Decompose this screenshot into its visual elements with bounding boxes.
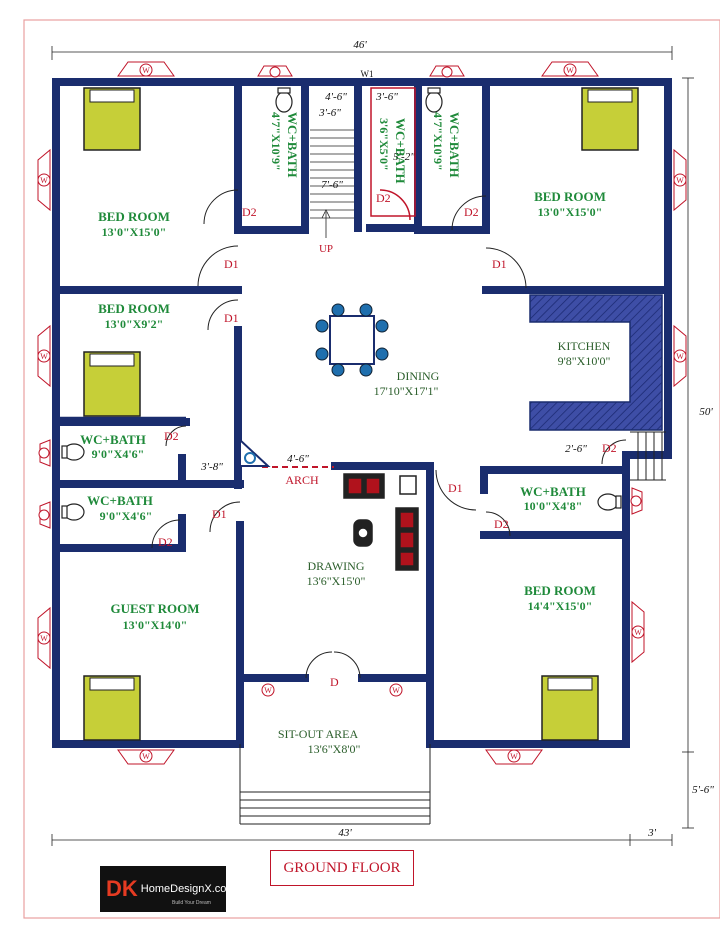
width-top-label: 46' bbox=[353, 39, 367, 51]
stair-measure-c: 7'-6" bbox=[321, 179, 343, 191]
dimension-lines bbox=[51, 46, 694, 846]
room-drawing-name: DRAWING bbox=[307, 559, 364, 573]
bed-icons bbox=[83, 87, 639, 741]
dining-table-icon bbox=[315, 303, 389, 377]
page-border bbox=[23, 19, 720, 919]
height-right-label: 50' bbox=[699, 406, 713, 418]
door-label: D2 bbox=[242, 205, 257, 219]
window-label: W bbox=[676, 352, 684, 361]
door-label: D2 bbox=[158, 535, 173, 549]
arch-label: ARCH bbox=[285, 473, 319, 487]
window-label: W bbox=[264, 686, 272, 695]
room-sitout-size: 13'6"X8'0" bbox=[308, 742, 361, 756]
kitchen-gap-measure: 2'-6" bbox=[565, 443, 587, 455]
window-circles bbox=[37, 63, 687, 763]
arch-width-label: 4'-6" bbox=[287, 453, 309, 465]
staircase bbox=[310, 129, 354, 238]
room-kitchen-name: KITCHEN bbox=[558, 339, 611, 353]
logo-tagline: Build Your Dream bbox=[172, 900, 211, 906]
room-bed2-name: BED ROOM bbox=[534, 189, 606, 204]
room-kitchen-size: 9'8"X10'0" bbox=[558, 354, 611, 368]
window-label: W bbox=[40, 634, 48, 643]
door-label: D2 bbox=[464, 205, 479, 219]
room-dining-name: DINING bbox=[397, 369, 440, 383]
room-drawing-size: 13'6"X15'0" bbox=[307, 574, 366, 588]
door-label: D1 bbox=[224, 257, 239, 271]
logo-brand: HomeDesignX.com bbox=[140, 883, 236, 895]
wc3-door-swing bbox=[379, 189, 411, 221]
plan-title: GROUND FLOOR bbox=[270, 850, 414, 886]
bed-pillows bbox=[89, 89, 633, 691]
room-wc6-size: 10'0"X4'8" bbox=[524, 499, 583, 513]
door-label: D2 bbox=[376, 191, 391, 205]
toilet-icons bbox=[61, 87, 622, 521]
door-label: D2 bbox=[164, 429, 179, 443]
room-wc5-size: 9'0"X4'6" bbox=[100, 509, 153, 523]
kitchen-steps bbox=[630, 431, 666, 481]
entry-steps bbox=[239, 744, 431, 825]
room-wc1-name: WC+BATH bbox=[285, 112, 300, 178]
room-bed3-size: 13'0"X9'2" bbox=[105, 317, 164, 331]
passage-measure: 3'-8" bbox=[200, 461, 223, 473]
window-label: W bbox=[392, 686, 400, 695]
room-bed1-name: BED ROOM bbox=[98, 209, 170, 224]
window-label: W bbox=[40, 176, 48, 185]
room-bed4-name: BED ROOM bbox=[524, 583, 596, 598]
window-labels: W W W W W W W W W W W W bbox=[40, 66, 684, 761]
room-wc6-name: WC+BATH bbox=[520, 484, 586, 499]
door-label: D2 bbox=[602, 441, 617, 455]
room-wc2-name: WC+BATH bbox=[447, 112, 462, 178]
stair-measure-e: 5'-2" bbox=[393, 151, 415, 163]
door-label: D bbox=[330, 675, 339, 689]
door-label: D1 bbox=[224, 311, 239, 325]
window-label: W bbox=[566, 66, 574, 75]
pillar-icon bbox=[239, 437, 271, 467]
room-wc3-size: 3'6"X5'0" bbox=[377, 118, 391, 171]
room-bed4-size: 14'4"X15'0" bbox=[528, 599, 593, 613]
room-wc2-size: 4'7"X10'9" bbox=[431, 112, 445, 171]
walls bbox=[52, 78, 672, 748]
door-labels: D1 D1 D1 D1 D1 D2 D2 D2 D2 D2 D2 D2 D bbox=[158, 191, 617, 689]
door-label: D1 bbox=[212, 507, 227, 521]
stair-measure-d: 3'-6" bbox=[375, 91, 398, 103]
stair-measure-a: 4'-6" bbox=[325, 91, 347, 103]
room-wc5-name: WC+BATH bbox=[87, 493, 153, 508]
door-label: D1 bbox=[492, 257, 507, 271]
wc3-outline bbox=[370, 87, 416, 217]
stair-measure-b: 3'-6" bbox=[318, 107, 341, 119]
offset-bottom-label: 3' bbox=[647, 827, 657, 839]
room-sitout-name: SIT-OUT AREA bbox=[278, 727, 359, 741]
logo-mark: DK bbox=[106, 876, 138, 901]
width-bottom-label: 43' bbox=[338, 827, 352, 839]
room-guest-size: 13'0"X14'0" bbox=[123, 618, 188, 632]
window-label: W bbox=[40, 352, 48, 361]
window-label: W bbox=[676, 176, 684, 185]
window-label: W bbox=[510, 752, 518, 761]
door-label: D1 bbox=[448, 481, 463, 495]
window-label: W bbox=[634, 628, 642, 637]
room-bed3-name: BED ROOM bbox=[98, 301, 170, 316]
room-wc1-size: 4'7"X10'9" bbox=[269, 112, 283, 171]
room-wc4-size: 9'0"X4'6" bbox=[92, 447, 145, 461]
stair-up-label: UP bbox=[319, 243, 333, 255]
brand-logo: DK HomeDesignX.com Build Your Dream bbox=[100, 866, 236, 912]
room-bed1-size: 13'0"X15'0" bbox=[102, 225, 167, 239]
window-w1-label: W1 bbox=[361, 69, 374, 79]
room-wc4-name: WC+BATH bbox=[80, 432, 146, 447]
room-bed2-size: 13'0"X15'0" bbox=[538, 205, 603, 219]
door-label: D2 bbox=[494, 517, 509, 531]
thin-walls bbox=[60, 416, 188, 426]
offset-right-label: 5'-6" bbox=[692, 784, 714, 796]
room-guest-name: GUEST ROOM bbox=[111, 601, 200, 616]
sofa-icons bbox=[343, 473, 419, 571]
room-dining-size: 17'10"X17'1" bbox=[374, 384, 439, 398]
kitchen-counter bbox=[529, 294, 663, 431]
door-swings bbox=[151, 189, 627, 679]
room-wc3-name: WC+BATH bbox=[393, 118, 408, 184]
pillar-circle-icon bbox=[244, 452, 256, 464]
window-label: W bbox=[142, 66, 150, 75]
window-label: W bbox=[142, 752, 150, 761]
